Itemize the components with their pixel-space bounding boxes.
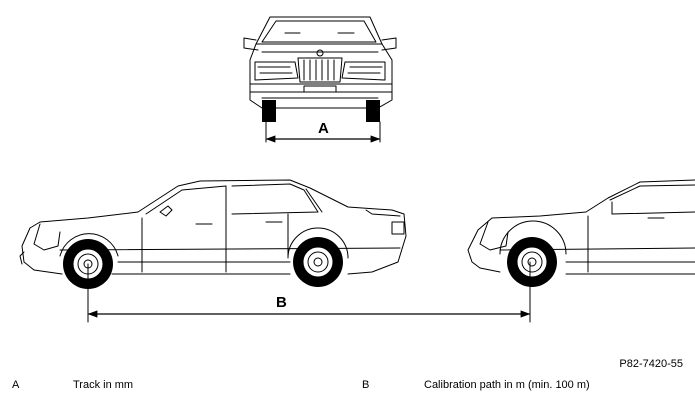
legend-key-a: A (12, 379, 20, 391)
car-front-view (243, 16, 397, 143)
legend-text-b: Calibration path in m (min. 100 m) (424, 379, 590, 391)
dimension-a: A (265, 120, 381, 143)
car-side-view (19, 179, 407, 289)
car-side-view-second (467, 179, 695, 287)
figure-id: P82-7420-55 (619, 358, 683, 370)
dimension-a-label: A (318, 120, 329, 137)
dimension-b: B (87, 294, 531, 318)
legend-key-b: B (362, 379, 370, 391)
dimension-b-label: B (276, 294, 287, 311)
calibration-diagram: A (19, 16, 695, 323)
legend-text-a: Track in mm (73, 379, 134, 391)
